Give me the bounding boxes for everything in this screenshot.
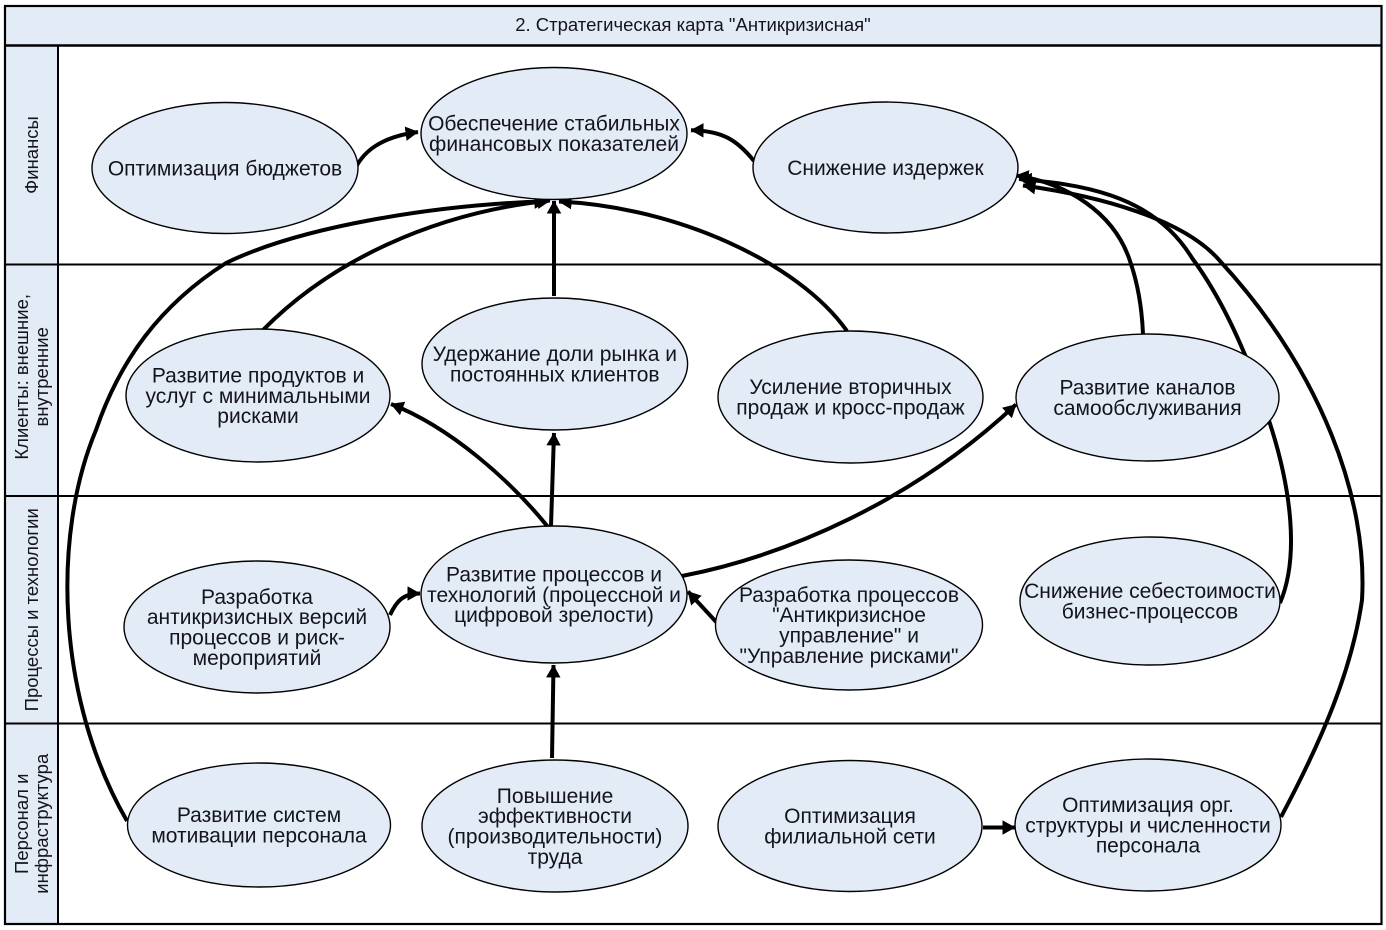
svg-text:Снижение издержек: Снижение издержек <box>787 157 984 180</box>
svg-text:структуры и численности: структуры и численности <box>1025 814 1271 837</box>
svg-text:филиальной сети: филиальной сети <box>764 825 936 848</box>
svg-text:процессов и риск-: процессов и риск- <box>169 626 345 649</box>
svg-text:Оптимизация орг.: Оптимизация орг. <box>1062 794 1234 817</box>
svg-text:постоянных клиентов: постоянных клиентов <box>450 363 660 386</box>
svg-text:"Управление рисками": "Управление рисками" <box>740 645 959 668</box>
svg-text:Развитие продуктов и: Развитие продуктов и <box>152 365 364 388</box>
svg-text:продаж и кросс-продаж: продаж и кросс-продаж <box>736 396 964 419</box>
svg-text:Развитие каналов: Развитие каналов <box>1059 377 1235 400</box>
svg-text:Обеспечение стабильных: Обеспечение стабильных <box>428 113 680 136</box>
svg-text:внутренние: внутренние <box>31 327 52 426</box>
svg-text:труда: труда <box>528 846 583 869</box>
svg-text:мероприятий: мероприятий <box>193 647 322 670</box>
svg-text:Удержание доли рынка и: Удержание доли рынка и <box>433 343 677 366</box>
svg-text:технологий (процессной и: технологий (процессной и <box>427 584 681 607</box>
svg-text:Процессы и технологии: Процессы и технологии <box>21 508 42 711</box>
svg-text:Оптимизация бюджетов: Оптимизация бюджетов <box>108 157 342 180</box>
svg-text:2. Стратегическая карта "Антик: 2. Стратегическая карта "Антикризисная" <box>515 14 871 35</box>
svg-text:услуг с минимальными: услуг с минимальными <box>145 385 370 408</box>
svg-text:Оптимизация: Оптимизация <box>784 805 916 828</box>
svg-text:Персонал и: Персонал и <box>11 774 32 874</box>
svg-text:мотивации персонала: мотивации персонала <box>151 824 367 847</box>
svg-text:Разработка: Разработка <box>201 586 313 609</box>
svg-text:Финансы: Финансы <box>21 116 42 194</box>
svg-text:антикризисных версий: антикризисных версий <box>147 606 367 629</box>
svg-text:бизнес-процессов: бизнес-процессов <box>1062 600 1238 623</box>
svg-text:"Антикризисное: "Антикризисное <box>772 604 926 627</box>
svg-text:(производительности): (производительности) <box>448 825 663 848</box>
svg-text:Развитие систем: Развитие систем <box>177 804 341 827</box>
svg-text:Повышение: Повышение <box>497 785 614 808</box>
svg-text:Разработка процессов: Разработка процессов <box>739 584 959 607</box>
svg-text:инфраструктура: инфраструктура <box>31 753 52 894</box>
svg-text:Развитие процессов и: Развитие процессов и <box>446 564 662 587</box>
svg-text:персонала: персонала <box>1096 835 1201 858</box>
svg-text:финансовых показателей: финансовых показателей <box>429 133 679 156</box>
svg-text:управление" и: управление" и <box>779 624 919 647</box>
svg-text:эффективности: эффективности <box>478 805 632 828</box>
svg-text:цифровой зрелости): цифровой зрелости) <box>454 604 654 627</box>
svg-text:рисками: рисками <box>217 405 298 428</box>
svg-text:самообслуживания: самообслуживания <box>1053 397 1241 420</box>
svg-text:Снижение себестоимости: Снижение себестоимости <box>1024 580 1276 603</box>
svg-text:Усиление вторичных: Усиление вторичных <box>749 376 952 399</box>
svg-text:Клиенты: внешние,: Клиенты: внешние, <box>11 294 32 460</box>
